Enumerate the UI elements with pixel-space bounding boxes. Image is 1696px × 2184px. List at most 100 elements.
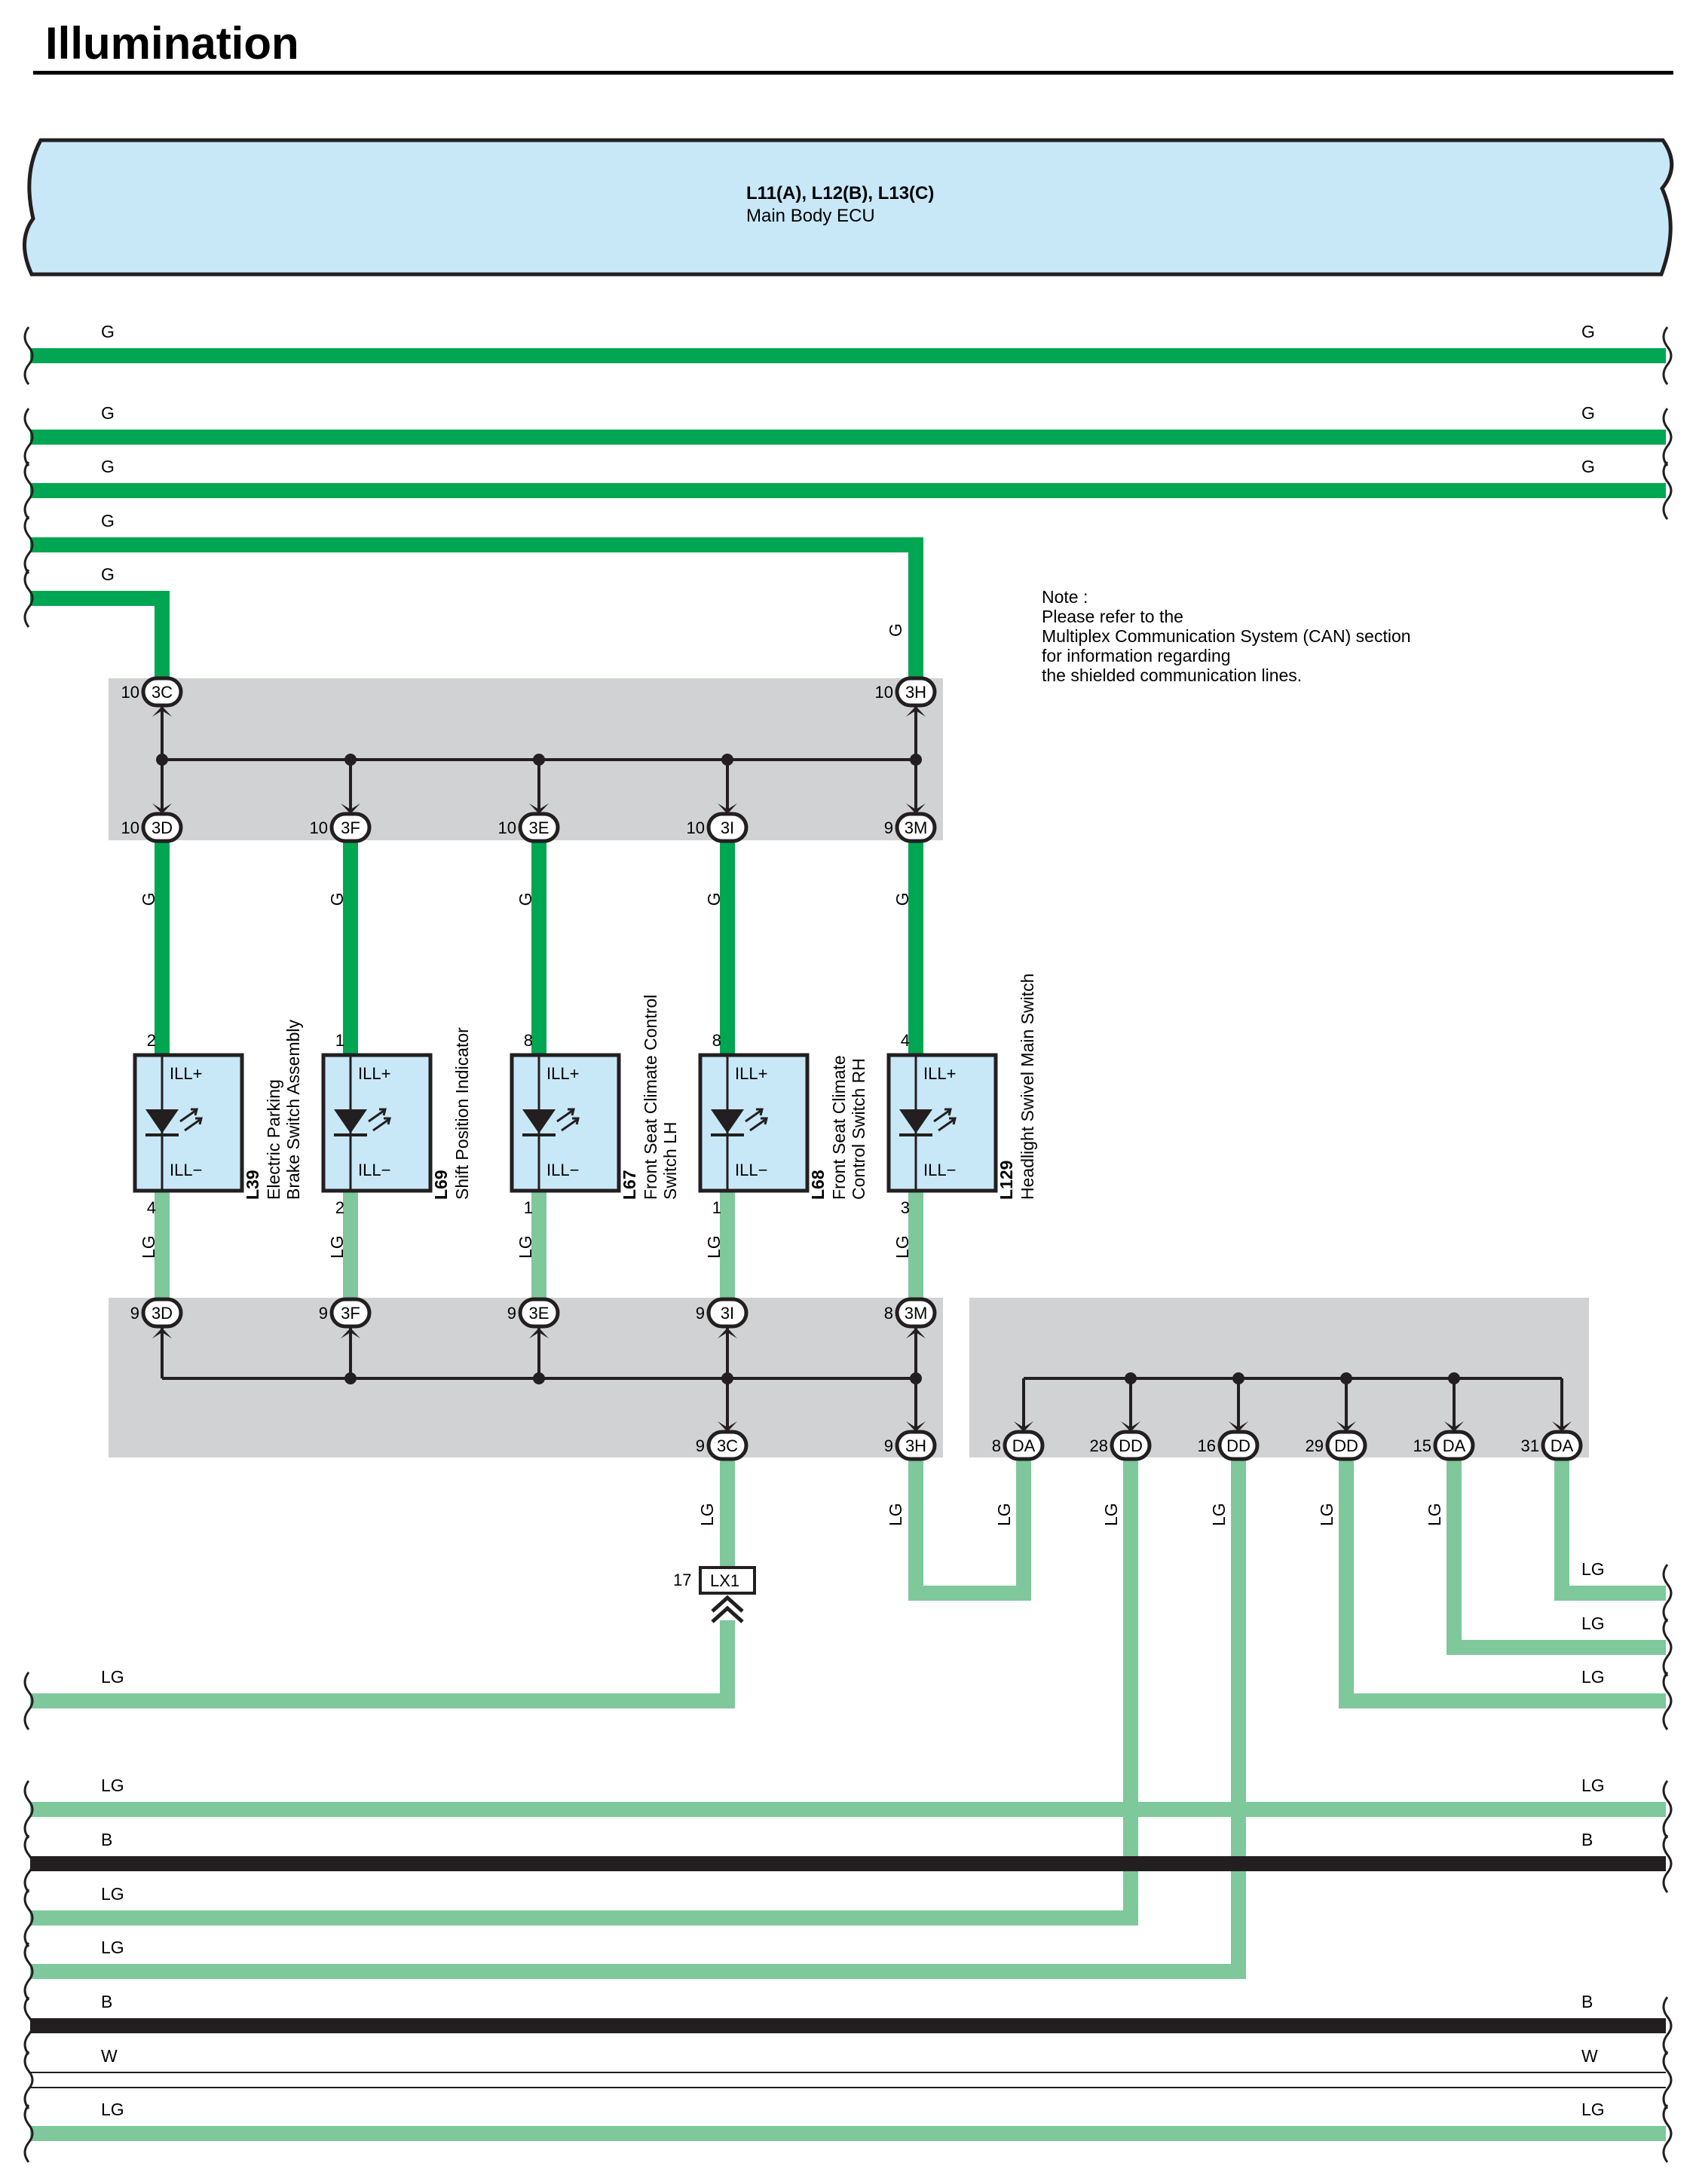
connector-code: 3D [152, 818, 173, 837]
component-name: Control Switch RH [849, 1058, 868, 1200]
wire-color-label: G [101, 322, 115, 341]
wire-break-mark [23, 1672, 34, 1730]
connector-oval [1433, 1430, 1475, 1461]
ill-plus-label: ILL+ [735, 1064, 767, 1083]
wire-color-label: LG [101, 1884, 124, 1904]
wire-break-mark [1662, 1618, 1673, 1677]
connector-code: 3F [341, 818, 360, 837]
wire-color-label: LG [1581, 2100, 1605, 2119]
arrow-up [341, 1328, 360, 1338]
wire-g-4 [30, 537, 923, 678]
switch-body [133, 1053, 244, 1193]
ill-minus-label: ILL− [735, 1161, 767, 1179]
connector: DA8 [992, 1430, 1045, 1461]
connector-oval [706, 812, 749, 843]
wire-color-label: G [704, 892, 724, 906]
connector-code: 3I [721, 1304, 734, 1323]
connector: 3M 9 [884, 812, 937, 843]
wire-color-label: G [139, 892, 158, 906]
component-name: Brake Switch Assembly [283, 1019, 303, 1200]
note-line-2: Multiplex Communication System (CAN) sec… [1042, 626, 1411, 646]
lx1-chevron-1 [711, 1595, 744, 1613]
pin-plus: 2 [147, 1031, 156, 1050]
ill-minus-label: ILL− [170, 1161, 202, 1179]
wires [30, 348, 1666, 2141]
dot [1448, 1372, 1460, 1384]
connector-code: 3M [905, 818, 928, 837]
wire-break-mark [1662, 326, 1673, 385]
connector-oval [518, 812, 560, 843]
connector: 3F9 [319, 1297, 372, 1329]
ill-plus-label: ILL+ [546, 1064, 579, 1083]
connector: 3E9 [507, 1297, 560, 1329]
dot [533, 754, 545, 766]
connector-oval [518, 1297, 560, 1329]
connector: 3C9 [696, 1430, 749, 1461]
connector-pin: 10 [875, 683, 893, 702]
break-marks [23, 326, 1673, 2163]
connector-oval [1003, 1430, 1045, 1461]
wire-color-label: LG [139, 1235, 158, 1259]
wire-color-label: G [101, 564, 115, 584]
connector-pin: 10 [687, 818, 705, 837]
dot [910, 1372, 922, 1384]
connector-code: 3M [905, 1304, 928, 1323]
arrow-down [341, 803, 360, 814]
connector-pin: 9 [884, 818, 893, 837]
ill-plus-label: ILL+ [923, 1064, 956, 1083]
component-name: Shift Position Indicator [452, 1027, 472, 1200]
note-line-1: Please refer to the [1042, 607, 1183, 626]
wire-color-label: LG [892, 1235, 912, 1259]
wire-color-label: W [1581, 2046, 1598, 2066]
wire-lg-da15 [1446, 1458, 1666, 1655]
dot [1340, 1372, 1352, 1384]
switch-body [886, 1053, 998, 1193]
arrow-up [906, 706, 926, 717]
pin-plus: 1 [335, 1031, 344, 1050]
connector-pin: 9 [507, 1304, 516, 1323]
wire-color-label: LG [101, 1667, 124, 1687]
note-line-3: for information regarding [1042, 646, 1231, 665]
connector-oval [895, 812, 937, 843]
wire-break-mark [1662, 1564, 1673, 1623]
arrow-down [718, 1421, 737, 1432]
connector-oval [895, 676, 937, 708]
connector: 3I 10 [687, 812, 749, 843]
connector-code: 3I [721, 818, 734, 837]
connector-oval [329, 812, 372, 843]
title-underline [33, 71, 1673, 75]
wire-color-label: B [1581, 1830, 1593, 1849]
dot [721, 754, 733, 766]
arrow-down [1014, 1421, 1033, 1432]
connector-pin: 31 [1521, 1436, 1539, 1455]
wire-break-mark [23, 408, 34, 466]
wire-color-label: LG [101, 2100, 124, 2119]
component-name: Electric Parking [264, 1079, 283, 1200]
wire-break-mark [23, 1942, 34, 2001]
connector-pin: 9 [884, 1436, 893, 1455]
connector: 3M8 [884, 1297, 937, 1329]
lx1-box [699, 1566, 756, 1595]
wire-color-label: G [516, 892, 535, 906]
wire-color-label: G [1581, 322, 1595, 341]
connector-oval [1325, 1430, 1367, 1461]
connector-pin: 28 [1090, 1436, 1108, 1455]
connector-code: DA [1443, 1436, 1466, 1455]
connector-code: 3C [717, 1436, 738, 1455]
connector-pin: 10 [121, 818, 139, 837]
connector-code: 3F [341, 1304, 360, 1323]
connector: 3H9 [884, 1430, 937, 1461]
switch-body [698, 1053, 810, 1193]
wire-color-label: LG [1317, 1503, 1336, 1526]
switch-body [510, 1053, 621, 1193]
wire-g-5 [30, 591, 170, 678]
led-icon [711, 1109, 744, 1133]
